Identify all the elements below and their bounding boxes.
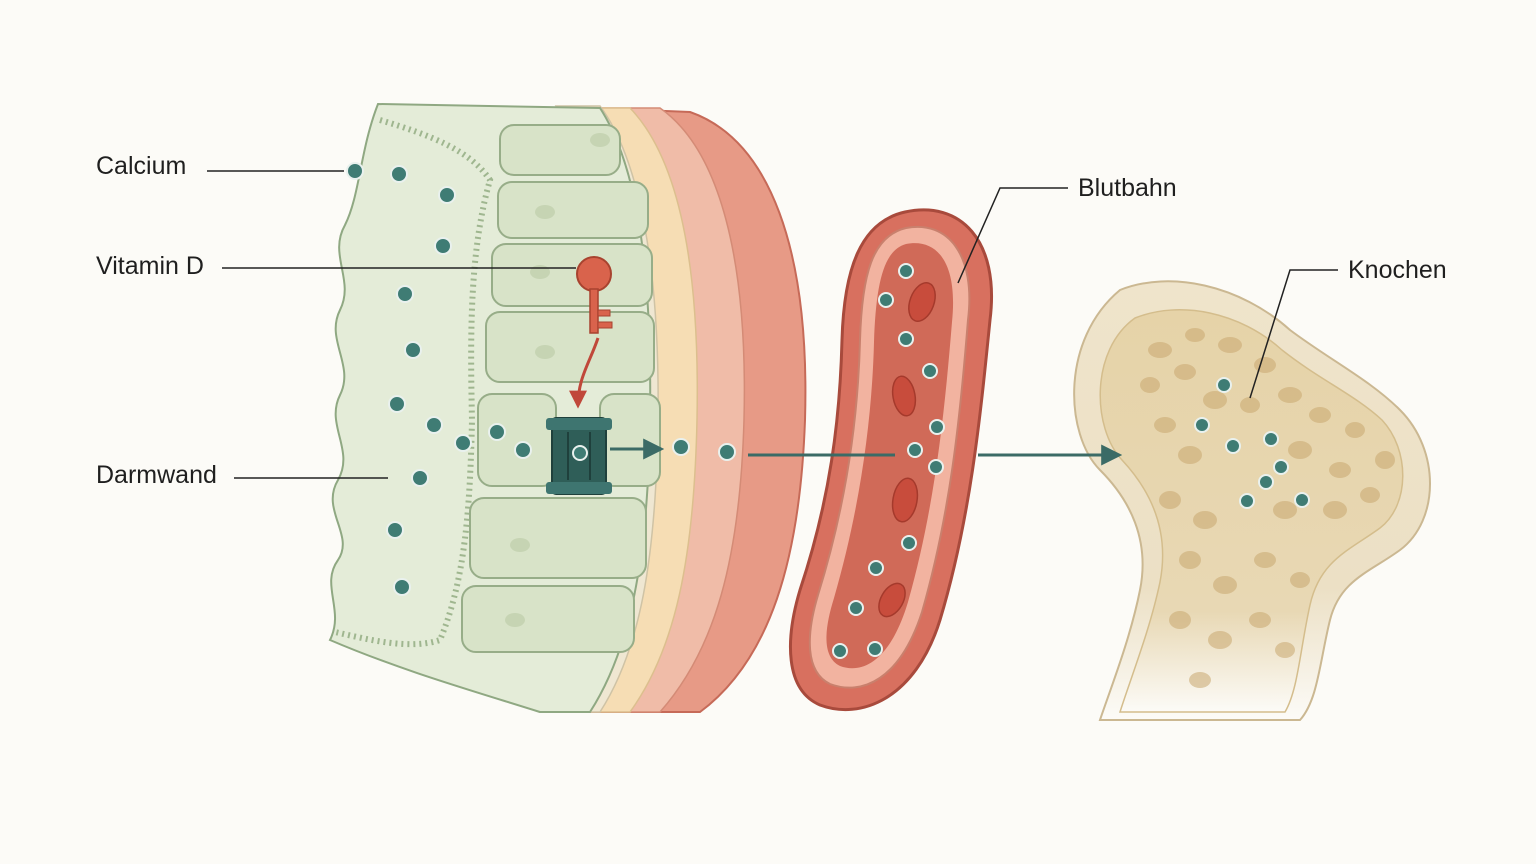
- ion-dot-icon: [386, 521, 404, 539]
- epithelial-cells: [461, 124, 661, 653]
- ion-dot-icon: [454, 434, 472, 452]
- ion-dot-icon: [1258, 474, 1274, 490]
- label-vitamin-d: Vitamin D: [96, 252, 204, 280]
- flow-arrows: [610, 438, 1123, 466]
- trabecular-pores: [1140, 328, 1395, 688]
- ion-dot-icon: [929, 419, 945, 435]
- intestinal-wall: [328, 102, 807, 713]
- ion-dot-icon: [346, 162, 364, 180]
- ion-dot-icon: [848, 600, 864, 616]
- ion-dot-icon: [396, 285, 414, 303]
- epithelial-cell: [477, 393, 557, 487]
- leader-line-knochen: [1249, 269, 1338, 399]
- ion-dot-icon: [388, 395, 406, 413]
- ion-dot-icon: [390, 165, 408, 183]
- key-icon: [576, 256, 613, 334]
- label-knochen: Knochen: [1348, 256, 1447, 284]
- ion-dot-icon: [922, 363, 938, 379]
- ion-dot-icon: [901, 535, 917, 551]
- blood-vessel: [789, 208, 993, 712]
- ion-dot-icon: [867, 641, 883, 657]
- calcium-ions: [346, 162, 1310, 659]
- ion-dot-icon: [514, 441, 532, 459]
- ion-dot-icon: [488, 423, 506, 441]
- ion-dot-icon: [868, 560, 884, 576]
- ion-dot-icon: [411, 469, 429, 487]
- ion-dot-icon: [878, 292, 894, 308]
- red-blood-cells: [878, 282, 936, 618]
- ion-dot-icon: [1239, 493, 1255, 509]
- epithelial-cell: [497, 181, 649, 239]
- ion-dot-icon: [425, 416, 443, 434]
- ion-dot-icon: [393, 578, 411, 596]
- ion-dot-icon: [1225, 438, 1241, 454]
- leader-line-blutbahn: [957, 187, 1068, 284]
- ion-dot-icon: [718, 443, 736, 461]
- ion-dot-icon: [1263, 431, 1279, 447]
- epithelial-cell: [599, 393, 661, 487]
- ion-dot-icon: [434, 237, 452, 255]
- ion-dot-icon: [1273, 459, 1289, 475]
- ion-dot-icon: [907, 442, 923, 458]
- leader-lines: [207, 170, 1338, 479]
- ion-dot-icon: [404, 341, 422, 359]
- ion-dot-icon: [832, 643, 848, 659]
- ion-dot-icon: [898, 263, 914, 279]
- label-darmwand: Darmwand: [96, 461, 217, 489]
- epithelial-cell: [485, 311, 655, 383]
- ion-dot-icon: [1194, 417, 1210, 433]
- ion-dot-icon: [1216, 377, 1232, 393]
- epithelial-cell: [491, 243, 653, 307]
- epithelial-cell: [499, 124, 621, 176]
- activation-arrow: [569, 337, 600, 409]
- epithelial-cell: [469, 497, 647, 579]
- ion-dot-icon: [928, 459, 944, 475]
- epithelial-cell: [461, 585, 635, 653]
- label-blutbahn: Blutbahn: [1078, 174, 1177, 202]
- ion-dot-icon: [572, 445, 588, 461]
- ion-dot-icon: [672, 438, 690, 456]
- ion-dot-icon: [438, 186, 456, 204]
- ion-dot-icon: [1294, 492, 1310, 508]
- ion-dot-icon: [898, 331, 914, 347]
- microvilli-border: [334, 117, 494, 648]
- label-calcium: Calcium: [96, 152, 187, 180]
- cell-nuclei: [505, 133, 610, 627]
